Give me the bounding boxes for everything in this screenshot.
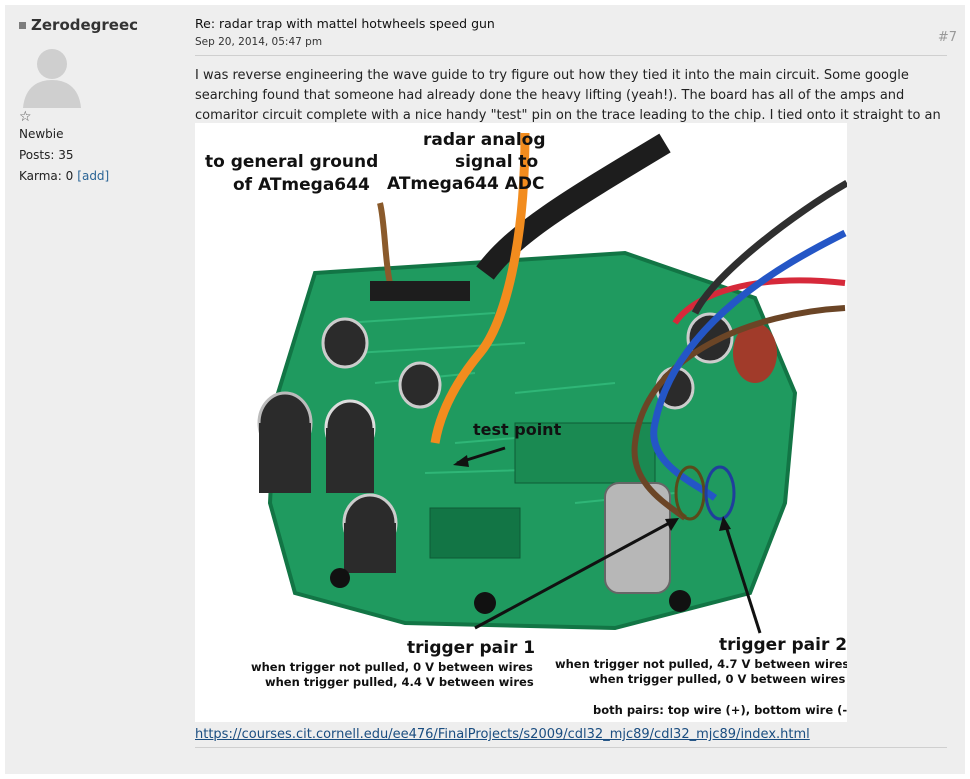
label-radar-line2: signal to <box>455 152 538 172</box>
label-pair2-line1: when trigger not pulled, 4.7 V between w… <box>555 657 847 671</box>
post-subject[interactable]: Re: radar trap with mattel hotwheels spe… <box>195 16 495 31</box>
author-rank: Newbie <box>19 127 64 141</box>
forum-post: Zerodegreec ☆ Newbie Posts: 35 Karma: 0[… <box>5 5 965 774</box>
header-divider <box>195 55 947 56</box>
label-ground-line2: of ATmega644 <box>233 175 370 195</box>
label-radar-line3: ATmega644 ADC <box>387 174 544 194</box>
post-number[interactable]: #7 <box>937 30 957 45</box>
black-cable <box>476 133 671 280</box>
avatar <box>23 49 81 108</box>
circuit-board-photo: to general ground of ATmega644 radar ana… <box>195 123 847 722</box>
footer-divider <box>195 747 947 748</box>
label-pair1-title: trigger pair 1 <box>407 638 535 658</box>
label-pair1-line1: when trigger not pulled, 0 V between wir… <box>251 660 533 674</box>
author-karma: Karma: 0 <box>19 169 74 183</box>
label-pair1-line2: when trigger pulled, 4.4 V between wires <box>265 675 534 689</box>
post-date: Sep 20, 2014, 05:47 pm <box>195 36 323 48</box>
karma-add-link[interactable]: [add] <box>77 169 110 183</box>
label-radar-line1: radar analog <box>423 130 546 150</box>
author-name-row: Zerodegreec <box>19 16 138 34</box>
label-pair2-line2: when trigger pulled, 0 V between wires <box>589 672 845 686</box>
trigger-pair-2-circle <box>704 465 736 521</box>
label-ground-line1: to general ground <box>205 152 378 172</box>
label-both-pairs: both pairs: top wire (+), bottom wire (-… <box>593 703 847 717</box>
author-karma-row: Karma: 0[add] <box>19 169 109 183</box>
label-pair2-title: trigger pair 2 <box>719 635 847 655</box>
author-posts: Posts: 35 <box>19 148 74 162</box>
status-indicator-icon <box>19 21 26 29</box>
brown-ground-wire <box>377 202 393 284</box>
brown-trigger-wire <box>631 305 846 521</box>
author-name[interactable]: Zerodegreec <box>31 16 139 34</box>
rank-star-icon: ☆ <box>19 109 32 125</box>
red-wire <box>672 277 846 325</box>
trigger-pair-1-circle <box>674 465 706 521</box>
orange-wire <box>430 132 530 444</box>
label-test-point: test point <box>473 420 562 439</box>
reference-link[interactable]: https://courses.cit.cornell.edu/ee476/Fi… <box>195 727 810 742</box>
blue-trigger-wire <box>650 229 847 501</box>
